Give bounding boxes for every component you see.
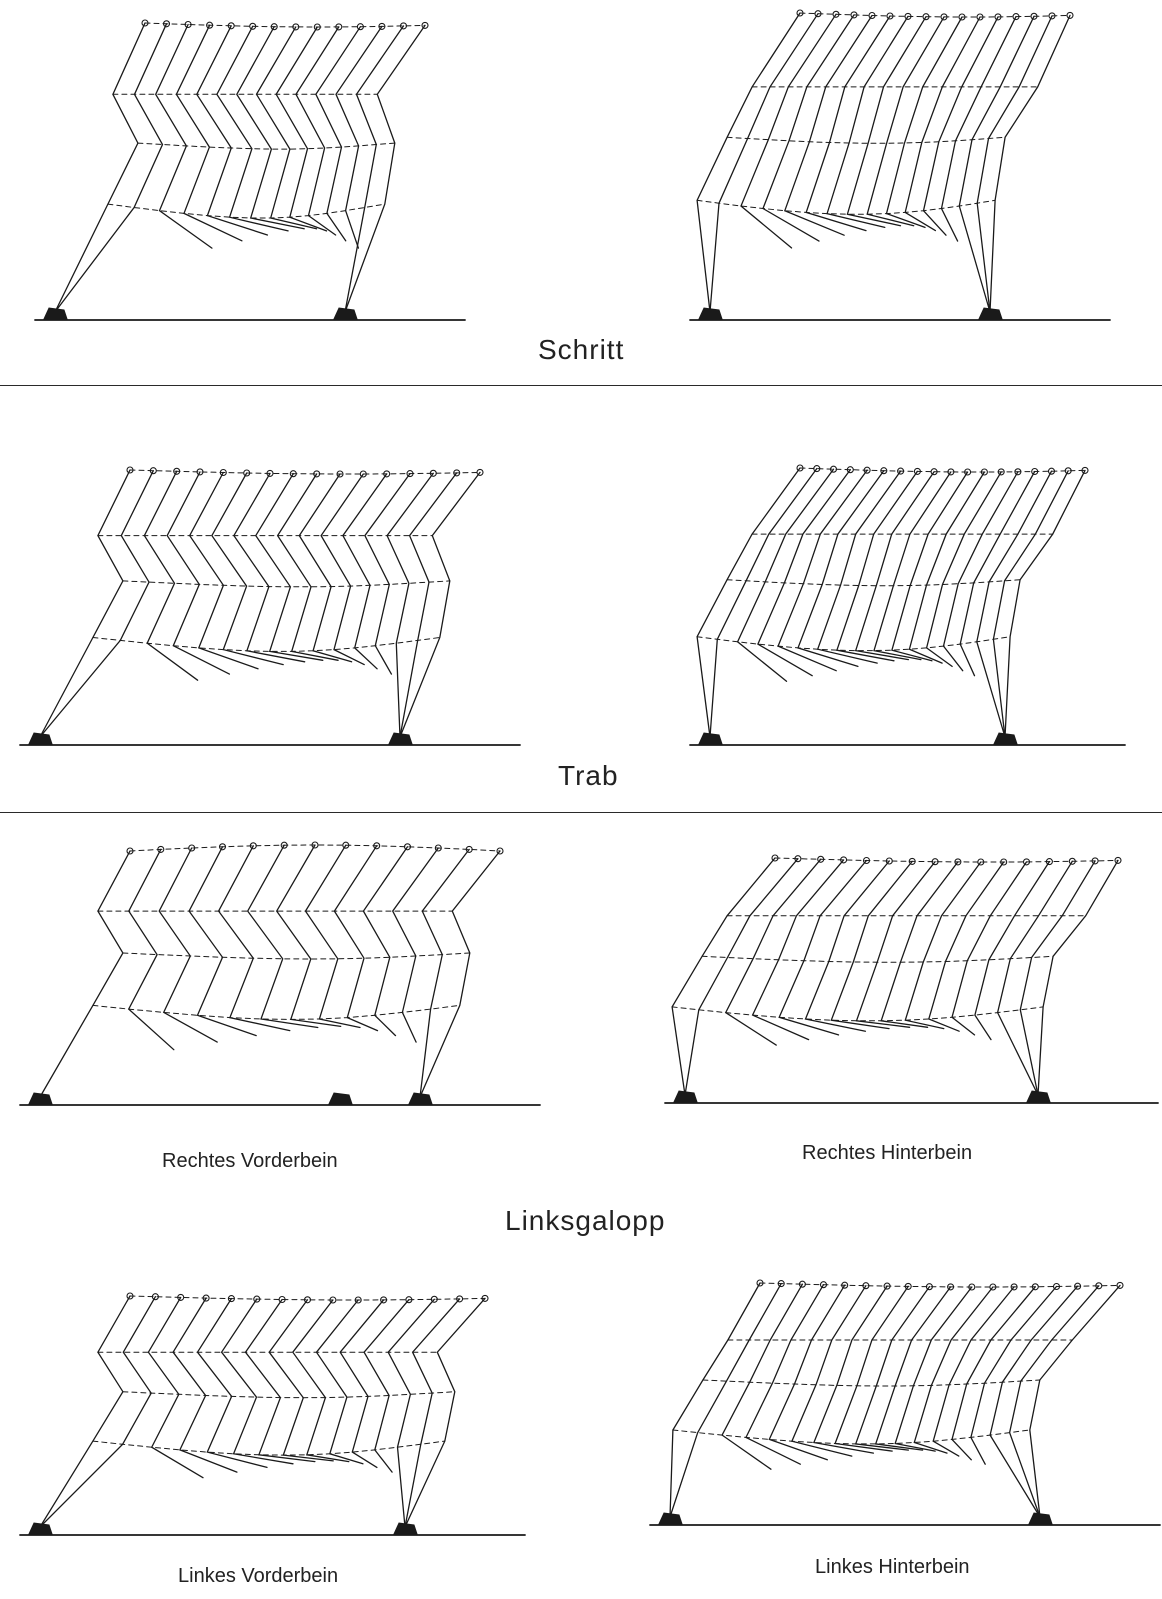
galopp-left-hind-diagram [0,0,1162,1550]
left-fore-label: Linkes Vorderbein [178,1565,338,1588]
left-hind-label: Linkes Hinterbein [815,1556,970,1579]
